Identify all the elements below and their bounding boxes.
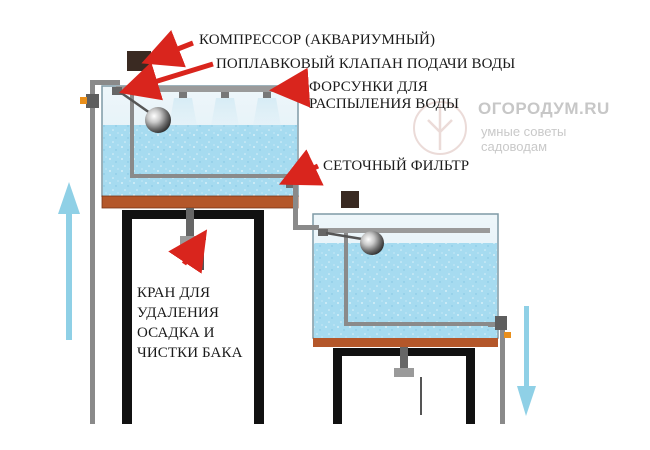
lower-tank-sediment: [313, 338, 498, 347]
upper-tank-water: [103, 125, 297, 196]
label-drain-tap: КРАН ДЛЯ УДАЛЕНИЯ ОСАДКА И ЧИСТКИ БАКА: [137, 285, 243, 361]
compressor-lower: [341, 191, 359, 208]
float-valve-lower: [318, 229, 384, 255]
label-float-valve: ПОПЛАВКОВЫЙ КЛАПАН ПОДАЧИ ВОДЫ: [216, 56, 516, 72]
spray-nozzles-upper: [168, 92, 282, 132]
lower-pipes: [318, 228, 511, 424]
watermark-logo-icon: [413, 101, 467, 155]
flow-arrow-down: [517, 306, 536, 416]
label-mesh-filter: СЕТОЧНЫЙ ФИЛЬТР: [323, 158, 470, 174]
drain-tap-lower: [394, 347, 422, 415]
label-compressor: КОМПРЕССОР (АКВАРИУМНЫЙ): [199, 32, 436, 48]
watermark-tagline: умные советы садоводам: [481, 124, 567, 154]
lower-tank: [312, 213, 499, 347]
compressor-upper: [127, 51, 151, 71]
flow-arrow-up: [58, 182, 80, 340]
label-nozzles: ФОРСУНКИ ДЛЯ РАСПЫЛЕНИЯ ВОДЫ: [309, 79, 460, 112]
upper-tank-sediment: [102, 196, 298, 208]
watermark-name: ОГОРОДУМ.RU: [478, 99, 610, 118]
pointer-arrows: [118, 30, 324, 274]
